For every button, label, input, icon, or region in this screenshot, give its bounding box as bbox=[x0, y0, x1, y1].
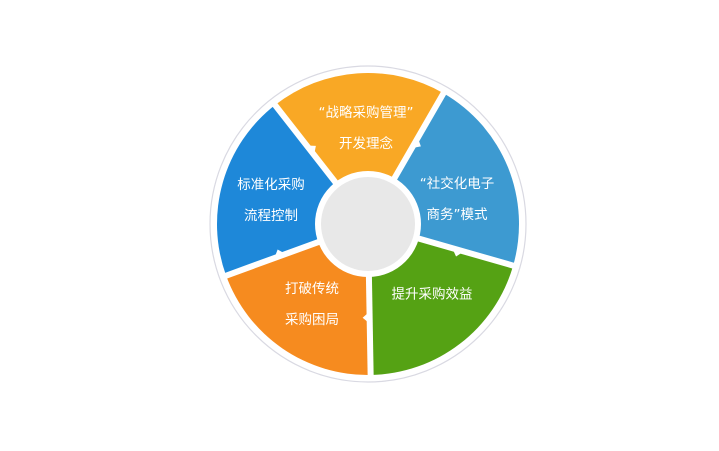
segment-label-social-ecommerce: “社交化电子商务”模式 bbox=[420, 169, 495, 231]
segment-label-line: 打破传统 bbox=[285, 281, 339, 297]
arrow-notch-icon bbox=[452, 248, 464, 257]
arrow-notch-icon bbox=[411, 137, 421, 149]
segment-label-line: “社交化电子 bbox=[419, 176, 495, 192]
segment-label-line: 商务”模式 bbox=[426, 207, 488, 223]
segment-strategic bbox=[275, 73, 444, 224]
segment-label-standardize: 标准化采购流程控制 bbox=[237, 170, 305, 232]
segment-label-line: 采购困局 bbox=[285, 312, 339, 328]
segment-label-line: 标准化采购 bbox=[237, 177, 305, 193]
arrow-notch-icon bbox=[306, 145, 316, 155]
arrow-notch-icon bbox=[274, 249, 286, 259]
arrow-notch-icon bbox=[362, 311, 370, 324]
segment-label-line: “战略采购管理” bbox=[318, 105, 414, 121]
segment-label-efficiency: 提升采购效益 bbox=[392, 280, 473, 311]
segment-label-strategic: “战略采购管理” 开发理念 bbox=[319, 98, 414, 160]
segment-label-line: 流程控制 bbox=[244, 208, 298, 224]
segment-label-line: 开发理念 bbox=[339, 136, 393, 152]
segment-label-break-tradition: 打破传统采购困局 bbox=[285, 274, 339, 336]
center-hub bbox=[321, 177, 415, 271]
segment-label-line: 提升采购效益 bbox=[391, 286, 473, 303]
